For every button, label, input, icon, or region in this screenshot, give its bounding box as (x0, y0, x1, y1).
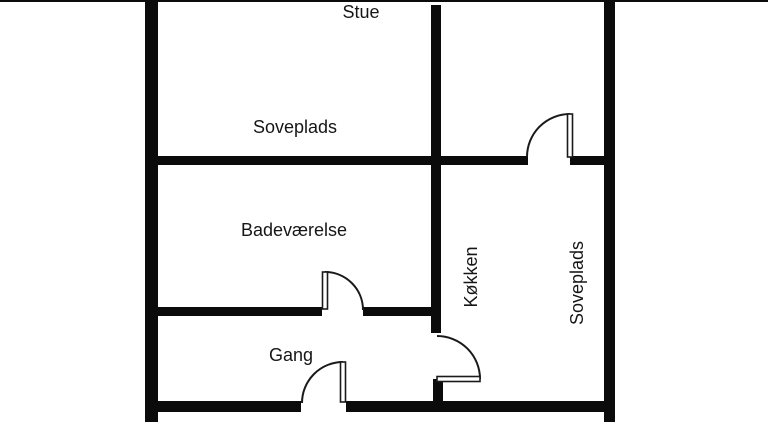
wall-soveplads-badevaerelse (145, 156, 528, 165)
room-label-soveplads-right: Soveplads (567, 240, 587, 326)
door-leaf (566, 113, 574, 158)
wall-exterior-left (145, 0, 158, 422)
door-arc (324, 271, 364, 311)
door-koekken (436, 335, 481, 383)
wall-soveplads-right-stub (570, 156, 604, 165)
room-label-stue: Stue (342, 2, 380, 22)
wall-bottom-left-segment (145, 401, 301, 412)
room-label-gang: Gang (268, 345, 314, 365)
door-leaf (436, 375, 481, 383)
wall-koekken-door-jamb (433, 379, 443, 403)
door-soveplads-right-top (526, 113, 574, 158)
door-arc (436, 335, 481, 380)
door-entrance-gang (301, 361, 347, 404)
wall-top-edge (0, 0, 768, 2)
door-leaf (339, 361, 347, 403)
room-label-badevaerelse: Badeværelse (240, 220, 348, 240)
wall-gang-koekken-stub (363, 307, 441, 316)
door-leaf (321, 271, 329, 310)
door-badevaerelse (321, 271, 364, 311)
wall-bottom-right-segment (346, 401, 615, 412)
wall-exterior-right (604, 0, 615, 422)
wall-badevaerelse-gang (145, 307, 322, 316)
room-label-soveplads-top: Soveplads (252, 117, 338, 137)
room-label-koekken: Køkken (461, 246, 481, 308)
door-arc (301, 361, 344, 404)
door-arc (526, 113, 571, 158)
wall-interior-vertical-middle (431, 5, 441, 333)
